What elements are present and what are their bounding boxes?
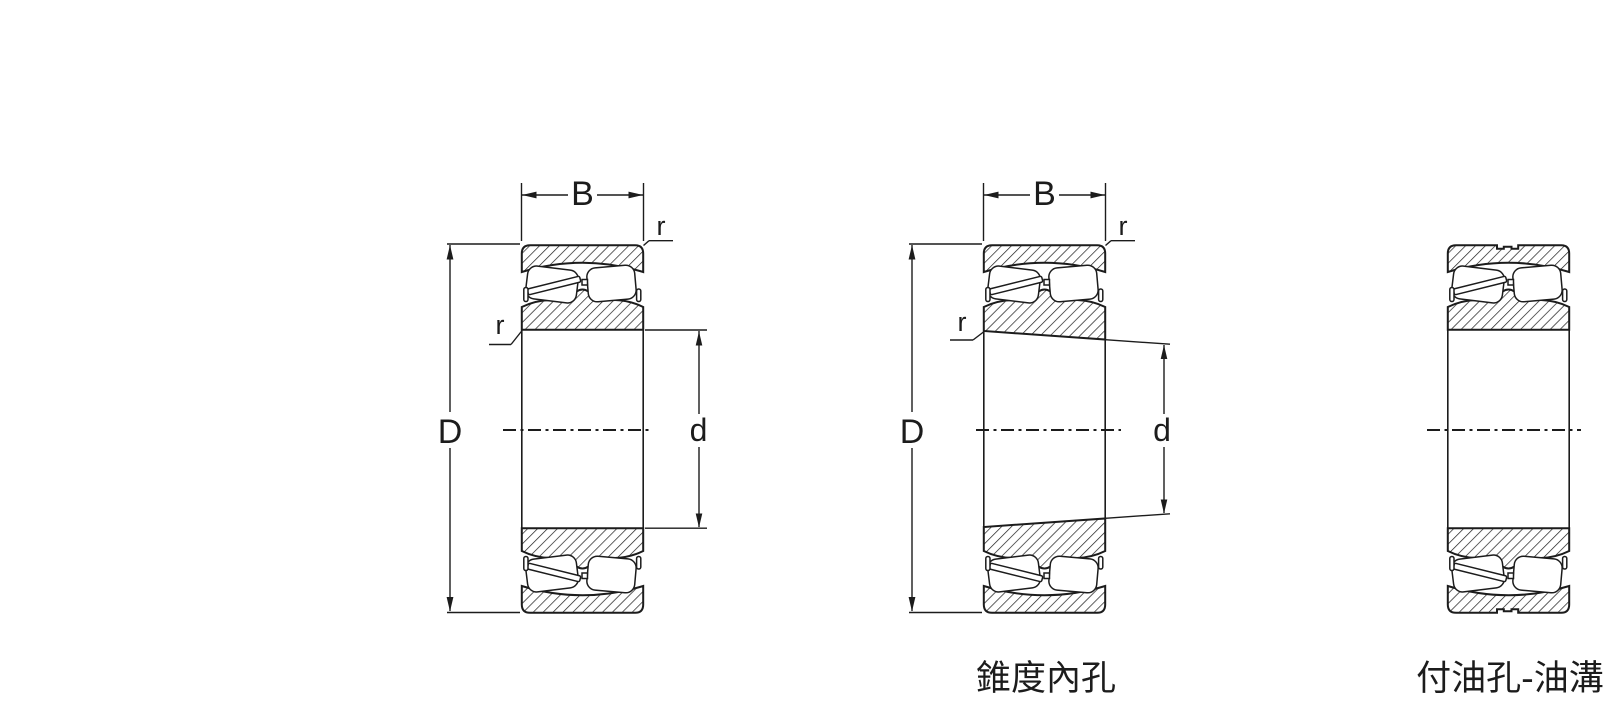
chamfer-outer-label: r [1119,211,1128,241]
caption-tapered-bore: 錐度內孔 [976,659,1116,699]
chamfer-bore-label: r [958,307,967,337]
bearing-cross-section-cylindrical-bore: B D d [431,175,713,614]
dimension-d: d [645,329,713,529]
bearing-cross-section-oil-hole-groove: 付油孔-油溝 [1416,244,1604,699]
dimension-D: D [893,243,982,614]
chamfer-r-outer: r [643,211,673,247]
bore-silhouette-lines [1447,329,1570,529]
chamfer-r-bore: r [950,307,984,341]
caption-oil-hole-groove: 付油孔-油溝 [1416,659,1604,699]
bore-label: d [690,412,708,448]
dimension-B: B [982,175,1107,241]
width-label: B [1033,175,1056,213]
outer-diameter-label: D [900,413,925,451]
chamfer-r-outer: r [1105,211,1135,247]
bore-label: d [1153,412,1171,448]
dimension-D: D [431,243,520,614]
chamfer-outer-label: r [657,211,666,241]
chamfer-bore-label: r [496,310,505,340]
outer-diameter-label: D [438,413,463,451]
dimension-d: d [1147,345,1178,514]
width-label: B [571,175,594,213]
dimension-B: B [520,175,645,241]
taper-bore-lines [1105,339,1171,519]
bearing-cross-section-tapered-bore: B D d r [893,175,1178,699]
chamfer-r-bore: r [489,310,522,346]
